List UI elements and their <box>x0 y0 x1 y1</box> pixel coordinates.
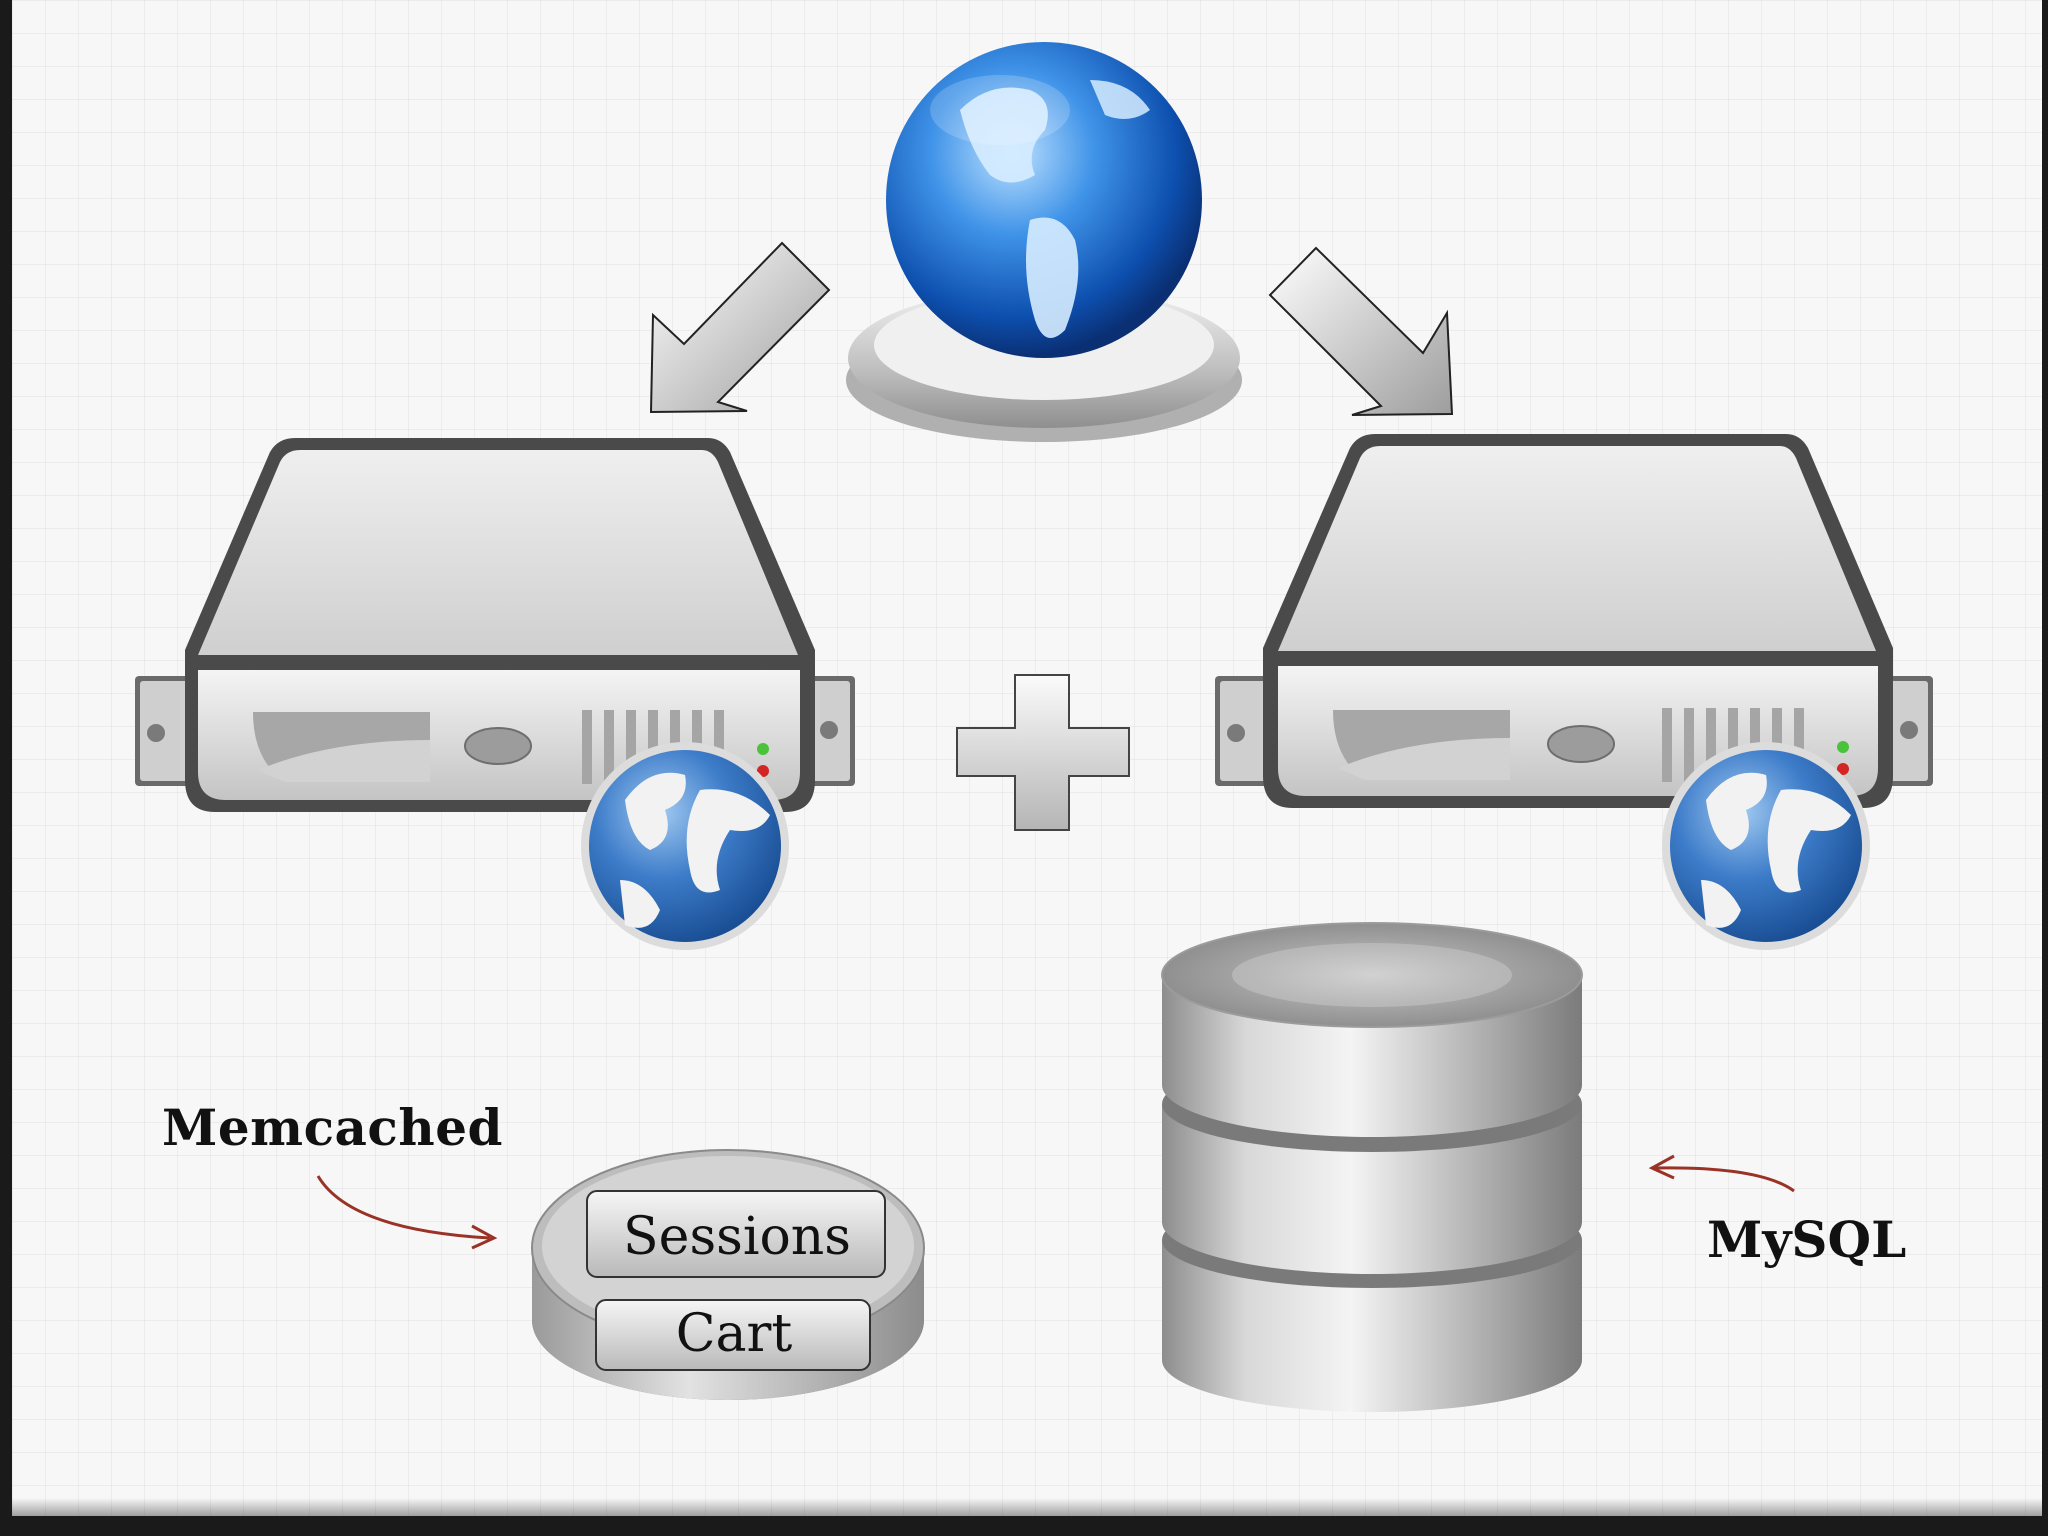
sessions-label: Sessions <box>623 1207 851 1267</box>
memcached-label: Memcached <box>162 1098 503 1157</box>
internet-globe-icon <box>846 42 1242 442</box>
mysql-annotation-arrow <box>1648 1154 1795 1193</box>
arrow-to-left-server <box>649 241 831 414</box>
web-badge-globe-icon <box>1662 742 1870 950</box>
web-server-left-icon <box>135 438 855 950</box>
arrow-to-right-server <box>1268 246 1454 416</box>
web-server-right-icon <box>1215 434 1933 950</box>
memcached-cache-icon <box>531 1149 925 1400</box>
cart-pill <box>595 1299 871 1371</box>
memcached-annotation-arrow <box>316 1175 498 1250</box>
mysql-database-icon <box>1161 922 1583 1412</box>
mysql-label: MySQL <box>1707 1210 1907 1269</box>
sessions-pill <box>586 1190 886 1278</box>
slide-bottom-shadow <box>12 1498 2042 1516</box>
plus-operator-icon <box>956 674 1130 831</box>
web-badge-globe-icon <box>581 742 789 950</box>
cart-label: Cart <box>675 1304 793 1364</box>
